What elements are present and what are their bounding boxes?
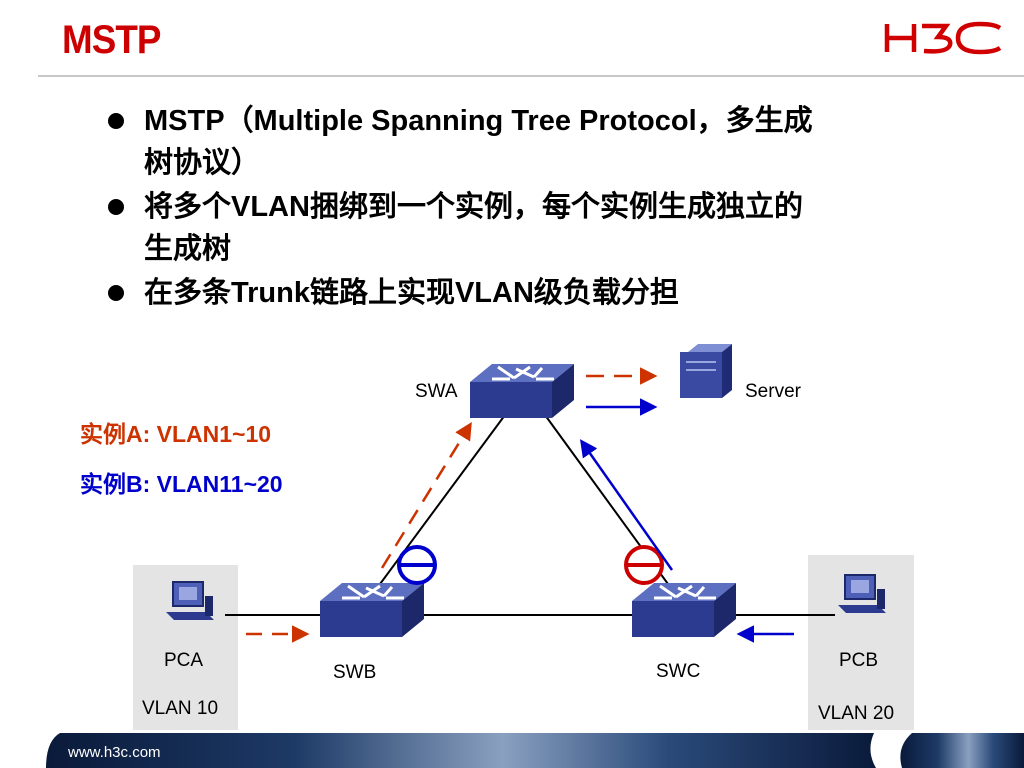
blocked-port-a-icon — [624, 545, 664, 585]
switch-swb-icon — [318, 581, 426, 639]
pcb-label: PCB — [839, 650, 878, 671]
switch-swc-icon — [630, 581, 738, 639]
bullet-list: MSTP（Multiple Spanning Tree Protocol，多生成… — [104, 100, 934, 316]
bullet-item: 将多个VLAN捆绑到一个实例，每个实例生成独立的 生成树 — [104, 186, 934, 270]
swa-label: SWA — [415, 381, 458, 402]
h3c-logo — [884, 21, 1002, 55]
bullet-line: MSTP（Multiple Spanning Tree Protocol，多生成 — [144, 105, 813, 137]
swb-label: SWB — [333, 662, 376, 683]
instance-a-path-arrow — [380, 422, 472, 569]
slide-title: MSTP — [62, 18, 161, 62]
instance-b-label: 实例B: VLAN11~20 — [80, 471, 283, 497]
swc-label: SWC — [656, 661, 700, 682]
instance-b-path-arrow — [579, 439, 674, 571]
server-label: Server — [745, 381, 802, 402]
bullet-item: 在多条Trunk链路上实现VLAN级负载分担 — [104, 272, 934, 314]
footer-url: www.h3c.com — [68, 744, 161, 761]
bullet-dot — [108, 199, 124, 215]
instance-a-label: 实例A: VLAN1~10 — [80, 421, 271, 447]
bullet-line: 树协议） — [144, 147, 261, 179]
pca-vlan-label: VLAN 10 — [142, 698, 218, 719]
pca-label: PCA — [164, 650, 203, 671]
bullet-item: MSTP（Multiple Spanning Tree Protocol，多生成… — [104, 100, 934, 184]
bullet-dot — [108, 113, 124, 129]
bullet-line: 在多条Trunk链路上实现VLAN级负载分担 — [144, 277, 679, 309]
server-icon — [680, 344, 732, 398]
bullet-line: 生成树 — [144, 233, 232, 265]
pcb-computer-icon — [838, 574, 886, 613]
footer-banner — [46, 733, 1024, 768]
blocked-port-b-icon — [397, 545, 437, 585]
switch-swa-icon — [468, 362, 576, 420]
bullet-dot — [108, 285, 124, 301]
pcb-vlan-label: VLAN 20 — [818, 703, 894, 724]
title-divider — [38, 75, 1024, 77]
pca-computer-icon — [166, 581, 214, 620]
bullet-line: 将多个VLAN捆绑到一个实例，每个实例生成独立的 — [144, 191, 803, 223]
